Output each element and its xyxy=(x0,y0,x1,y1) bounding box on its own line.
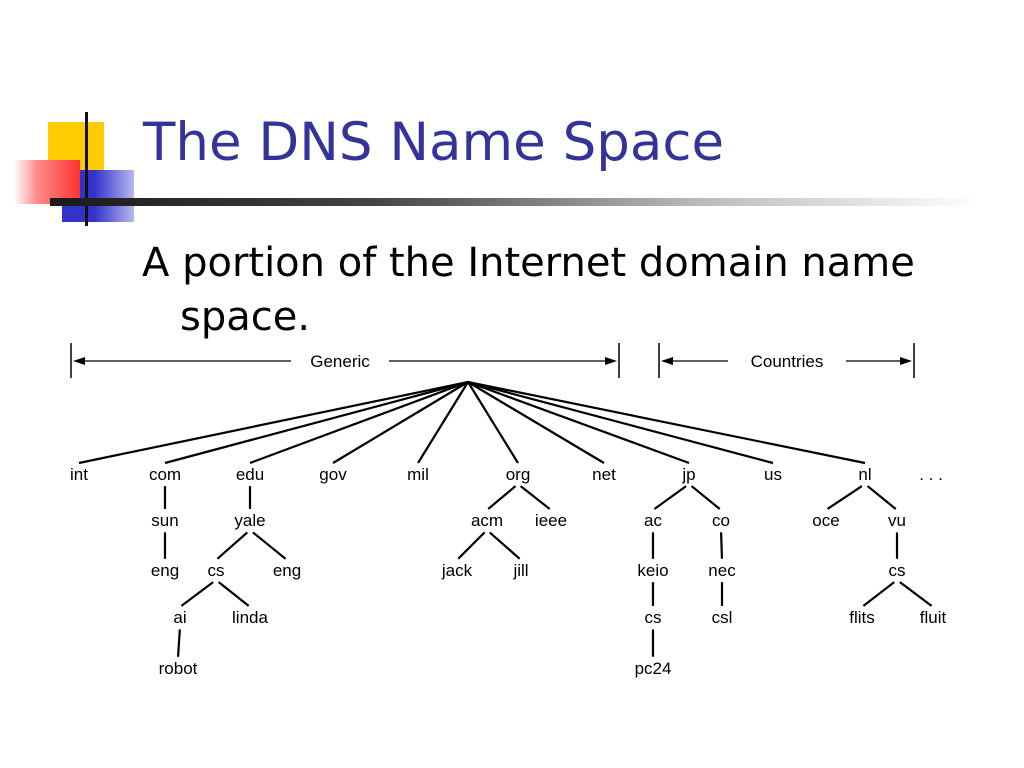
node-mil: mil xyxy=(407,465,429,484)
node-sun: sun xyxy=(151,511,178,530)
node-us: us xyxy=(764,465,782,484)
edge-cs1-linda xyxy=(218,581,250,607)
node-keio: keio xyxy=(637,561,668,580)
edge-org-ieee xyxy=(519,485,551,510)
countries-range-left-arrowhead xyxy=(661,357,673,365)
node-jill: jill xyxy=(512,561,528,580)
edge-root-us xyxy=(467,380,774,465)
node-cs3: cs xyxy=(889,561,906,580)
edge-root-mil xyxy=(417,381,469,464)
node-edu: edu xyxy=(236,465,264,484)
slide-title: The DNS Name Space xyxy=(143,112,725,173)
node-robot: robot xyxy=(159,659,198,678)
edge-cs3-fluit xyxy=(899,581,933,607)
node-cs2: cs xyxy=(645,608,662,627)
edge-ai-robot xyxy=(176,629,181,657)
tree-nodes: int com edu gov mil org net jp us nl sun eng yale cs e… xyxy=(70,465,946,678)
node-nec: nec xyxy=(708,561,736,580)
node-eng1: eng xyxy=(151,561,179,580)
edge-root-org xyxy=(467,381,519,464)
node-nl: nl xyxy=(858,465,871,484)
countries-range-right-arrowhead xyxy=(900,357,912,365)
node-ieee: ieee xyxy=(535,511,567,530)
node-fluit: fluit xyxy=(920,608,947,627)
edge-cs1-ai xyxy=(180,581,214,607)
node-cs1: cs xyxy=(208,561,225,580)
node-oce: oce xyxy=(812,511,839,530)
edge-acm-jill xyxy=(488,531,521,560)
edge-jp-ac xyxy=(653,485,687,510)
node-com: com xyxy=(149,465,181,484)
edge-acm-jack xyxy=(457,531,486,560)
node-ai: ai xyxy=(173,608,186,627)
title-underline xyxy=(50,198,980,206)
node-int: int xyxy=(70,465,88,484)
node-flits: flits xyxy=(849,608,875,627)
node-csl: csl xyxy=(712,608,733,627)
node-jp: jp xyxy=(681,465,695,484)
edge-yale-cs1 xyxy=(216,531,249,560)
edge-root-nl xyxy=(467,380,866,465)
deco-vertical-line xyxy=(85,112,88,226)
generic-range-left-arrowhead xyxy=(73,357,85,365)
node-co: co xyxy=(712,511,730,530)
edge-nl-vu xyxy=(866,485,897,510)
ellipsis-more-countries: . . . xyxy=(919,465,943,484)
node-yale: yale xyxy=(234,511,265,530)
range-markers: Generic Countries xyxy=(70,343,915,378)
countries-range-label: Countries xyxy=(751,352,824,371)
node-jack: jack xyxy=(441,561,473,580)
node-org: org xyxy=(506,465,531,484)
generic-range-label: Generic xyxy=(310,352,370,371)
node-net: net xyxy=(592,465,616,484)
edge-yale-eng2 xyxy=(252,531,287,560)
edge-root-jp xyxy=(467,380,690,465)
edge-root-com xyxy=(164,380,469,465)
deco-red-square xyxy=(14,160,80,204)
node-eng2: eng xyxy=(273,561,301,580)
edge-jp-co xyxy=(690,485,721,510)
edge-org-acm xyxy=(487,485,517,510)
generic-range-right-arrowhead xyxy=(605,357,617,365)
node-pc24: pc24 xyxy=(635,659,672,678)
slide-subtitle: A portion of the Internet domain name sp… xyxy=(142,236,972,344)
node-ac: ac xyxy=(644,511,662,530)
edge-root-edu xyxy=(249,380,469,465)
tree-edges xyxy=(78,380,933,657)
edge-root-int xyxy=(78,380,469,465)
node-linda: linda xyxy=(232,608,268,627)
edge-co-nec xyxy=(719,532,724,559)
edge-root-net xyxy=(467,381,605,464)
edge-nl-oce xyxy=(826,485,863,510)
subtitle-text: A portion of the Internet domain name sp… xyxy=(142,240,915,340)
node-vu: vu xyxy=(888,511,906,530)
edge-cs3-flits xyxy=(862,581,895,607)
node-gov: gov xyxy=(319,465,347,484)
node-acm: acm xyxy=(471,511,503,530)
edge-root-gov xyxy=(332,381,469,464)
